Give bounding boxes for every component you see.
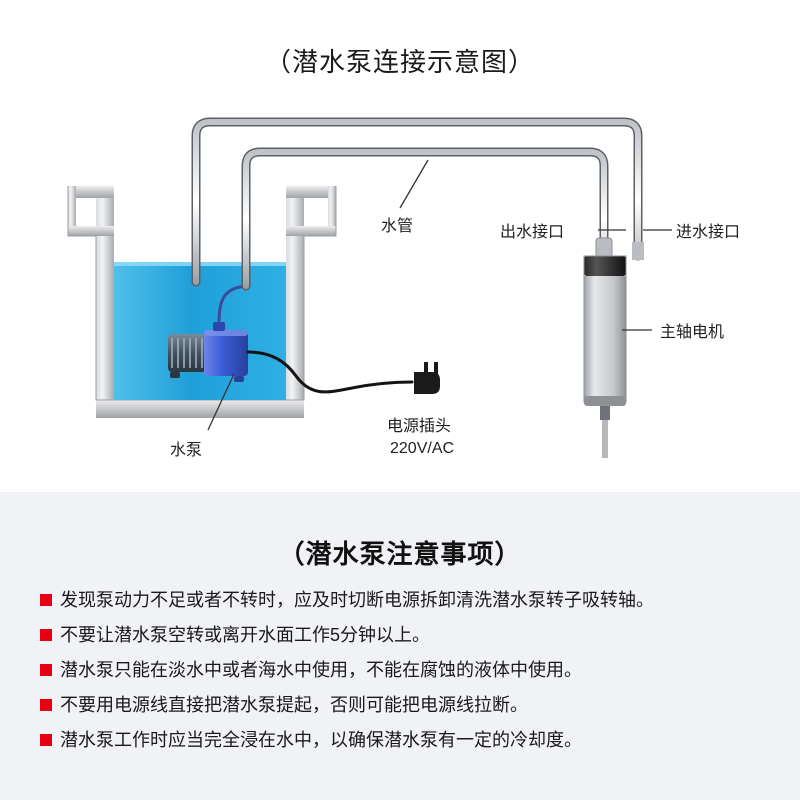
square-bullet-icon (40, 699, 52, 711)
square-bullet-icon (40, 664, 52, 676)
label-outlet-port: 出水接口 (500, 224, 565, 241)
note-text: 潜水泵工作时应当完全浸在水中，以确保潜水泵有一定的冷却度。 (60, 730, 582, 750)
notes-panel: （潜水泵注意事项） 发现泵动力不足或者不转时，应及时切断电源拆卸清洗潜水泵转子吸… (0, 492, 800, 800)
notes-title: （潜水泵注意事项） (278, 539, 522, 569)
list-item: 潜水泵工作时应当完全浸在水中，以确保潜水泵有一定的冷却度。 (40, 728, 770, 752)
note-text: 发现泵动力不足或者不转时，应及时切断电源拆卸清洗潜水泵转子吸转轴。 (60, 590, 654, 610)
list-item: 不要用电源线直接把潜水泵提起，否则可能把电源线拉断。 (40, 693, 770, 717)
label-power-plug: 电源插头 (387, 418, 452, 435)
notes-list: 发现泵动力不足或者不转时，应及时切断电源拆卸清洗潜水泵转子吸转轴。 不要让潜水泵… (40, 588, 770, 763)
list-item: 潜水泵只能在淡水中或者海水中使用，不能在腐蚀的液体中使用。 (40, 658, 770, 682)
label-pipe: 水管 (381, 218, 414, 235)
note-text: 潜水泵只能在淡水中或者海水中使用，不能在腐蚀的液体中使用。 (60, 660, 582, 680)
label-spindle-motor: 主轴电机 (660, 324, 725, 341)
diagram-illustration (67, 117, 672, 458)
list-item: 不要让潜水泵空转或离开水面工作5分钟以上。 (40, 623, 770, 647)
diagram-panel: （潜水泵连接示意图） (67, 47, 741, 459)
label-power-voltage: 220V/AC (390, 440, 455, 457)
square-bullet-icon (40, 734, 52, 746)
note-text: 不要让潜水泵空转或离开水面工作5分钟以上。 (60, 625, 431, 645)
label-water-pump: 水泵 (170, 442, 203, 459)
note-text: 不要用电源线直接把潜水泵提起，否则可能把电源线拉断。 (60, 695, 528, 715)
square-bullet-icon (40, 594, 52, 606)
list-item: 发现泵动力不足或者不转时，应及时切断电源拆卸清洗潜水泵转子吸转轴。 (40, 588, 770, 612)
square-bullet-icon (40, 629, 52, 641)
label-inlet-port: 进水接口 (676, 224, 741, 241)
diagram-title: （潜水泵连接示意图） (264, 47, 535, 77)
